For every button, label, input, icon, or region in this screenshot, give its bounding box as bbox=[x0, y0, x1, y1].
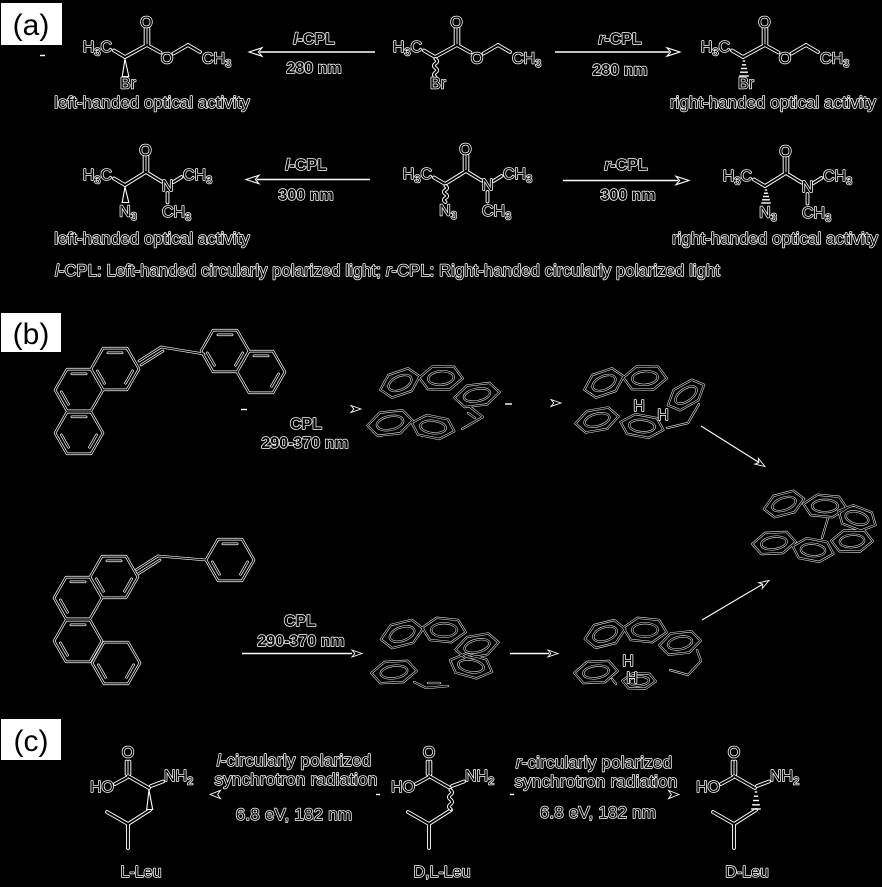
svg-text:D,L-Leu: D,L-Leu bbox=[414, 864, 471, 881]
svg-text:l-CPL: l-CPL bbox=[293, 31, 335, 48]
svg-text:HO: HO bbox=[696, 779, 720, 796]
svg-text:O: O bbox=[139, 143, 151, 160]
svg-text:O: O bbox=[423, 745, 435, 762]
svg-text:O: O bbox=[471, 51, 483, 68]
svg-text:synchrotron radiation: synchrotron radiation bbox=[215, 770, 378, 789]
svg-text:H3C: H3C bbox=[403, 166, 432, 186]
svg-text:280 nm: 280 nm bbox=[592, 62, 647, 79]
svg-text:N: N bbox=[482, 177, 494, 194]
svg-text:O: O bbox=[161, 51, 173, 68]
svg-text:280 nm: 280 nm bbox=[286, 60, 341, 77]
svg-text:synchrotron radiation: synchrotron radiation bbox=[515, 772, 678, 791]
svg-text:Br: Br bbox=[738, 76, 755, 93]
svg-text:CH3: CH3 bbox=[820, 51, 849, 71]
svg-text:CH3: CH3 bbox=[162, 204, 191, 224]
svg-text:H: H bbox=[626, 670, 638, 687]
svg-text:right-handed optical activity: right-handed optical activity bbox=[670, 93, 877, 112]
svg-text:H3C: H3C bbox=[723, 168, 752, 188]
svg-text:O: O bbox=[459, 142, 471, 159]
svg-text:O: O bbox=[122, 745, 134, 762]
svg-text:(a): (a) bbox=[13, 9, 50, 42]
svg-text:H: H bbox=[622, 653, 634, 670]
svg-text:290-370 nm: 290-370 nm bbox=[261, 435, 348, 452]
svg-text:D-Leu: D-Leu bbox=[725, 864, 769, 881]
svg-text:r-CPL: r-CPL bbox=[598, 31, 642, 48]
svg-text:6.8 eV, 182 nm: 6.8 eV, 182 nm bbox=[540, 803, 657, 822]
svg-text:CH3: CH3 bbox=[183, 167, 212, 187]
svg-text:CH3: CH3 bbox=[202, 51, 231, 71]
svg-text:NH2: NH2 bbox=[164, 768, 193, 788]
svg-text:CPL: CPL bbox=[284, 613, 316, 630]
svg-text:CH3: CH3 bbox=[802, 205, 831, 225]
svg-text:O: O bbox=[779, 51, 791, 68]
svg-text:N: N bbox=[802, 179, 814, 196]
svg-text:O: O bbox=[758, 15, 770, 32]
svg-text:NH2: NH2 bbox=[465, 768, 494, 788]
svg-text:right-handed optical activity: right-handed optical activity bbox=[672, 229, 879, 248]
svg-text:NH2: NH2 bbox=[770, 768, 799, 788]
svg-text:6.8 eV, 182 nm: 6.8 eV, 182 nm bbox=[236, 805, 353, 824]
svg-text:l-CPL: l-CPL bbox=[285, 157, 327, 174]
svg-text:left-handed optical activity: left-handed optical activity bbox=[54, 229, 250, 248]
svg-text:300 nm: 300 nm bbox=[600, 187, 655, 204]
svg-text:H3C: H3C bbox=[701, 39, 730, 59]
svg-text:H3C: H3C bbox=[83, 167, 112, 187]
svg-text:r-CPL: r-CPL bbox=[604, 157, 648, 174]
svg-text:l-circularly polarized: l-circularly polarized bbox=[217, 751, 372, 770]
svg-text:N: N bbox=[162, 178, 174, 195]
svg-text:r-circularly polarized: r-circularly polarized bbox=[516, 753, 673, 772]
svg-text:H3C: H3C bbox=[393, 39, 422, 59]
svg-text:CH3: CH3 bbox=[512, 51, 541, 71]
svg-text:CPL: CPL bbox=[290, 416, 322, 433]
svg-text:Br: Br bbox=[430, 76, 447, 93]
svg-text:O: O bbox=[140, 15, 152, 32]
svg-text:Br: Br bbox=[120, 76, 137, 93]
svg-text:H: H bbox=[633, 398, 645, 415]
svg-text:HO: HO bbox=[391, 779, 415, 796]
svg-text:CH3: CH3 bbox=[482, 203, 511, 223]
svg-text:left-handed optical activity: left-handed optical activity bbox=[54, 93, 250, 112]
svg-text:L-Leu: L-Leu bbox=[121, 864, 162, 881]
svg-text:CH3: CH3 bbox=[823, 168, 852, 188]
svg-text:H3C: H3C bbox=[83, 39, 112, 59]
svg-text:l-CPL: Left-handed circularly: l-CPL: Left-handed circularly polarized … bbox=[55, 262, 720, 280]
svg-text:O: O bbox=[450, 15, 462, 32]
svg-text:CH3: CH3 bbox=[503, 166, 532, 186]
svg-text:HO: HO bbox=[90, 779, 114, 796]
svg-text:O: O bbox=[728, 745, 740, 762]
svg-text:(b): (b) bbox=[13, 318, 50, 351]
svg-text:(c): (c) bbox=[14, 725, 49, 758]
svg-text:O: O bbox=[779, 144, 791, 161]
svg-text:H: H bbox=[657, 407, 669, 424]
svg-text:290-370 nm: 290-370 nm bbox=[257, 633, 344, 650]
svg-text:300 nm: 300 nm bbox=[278, 187, 333, 204]
